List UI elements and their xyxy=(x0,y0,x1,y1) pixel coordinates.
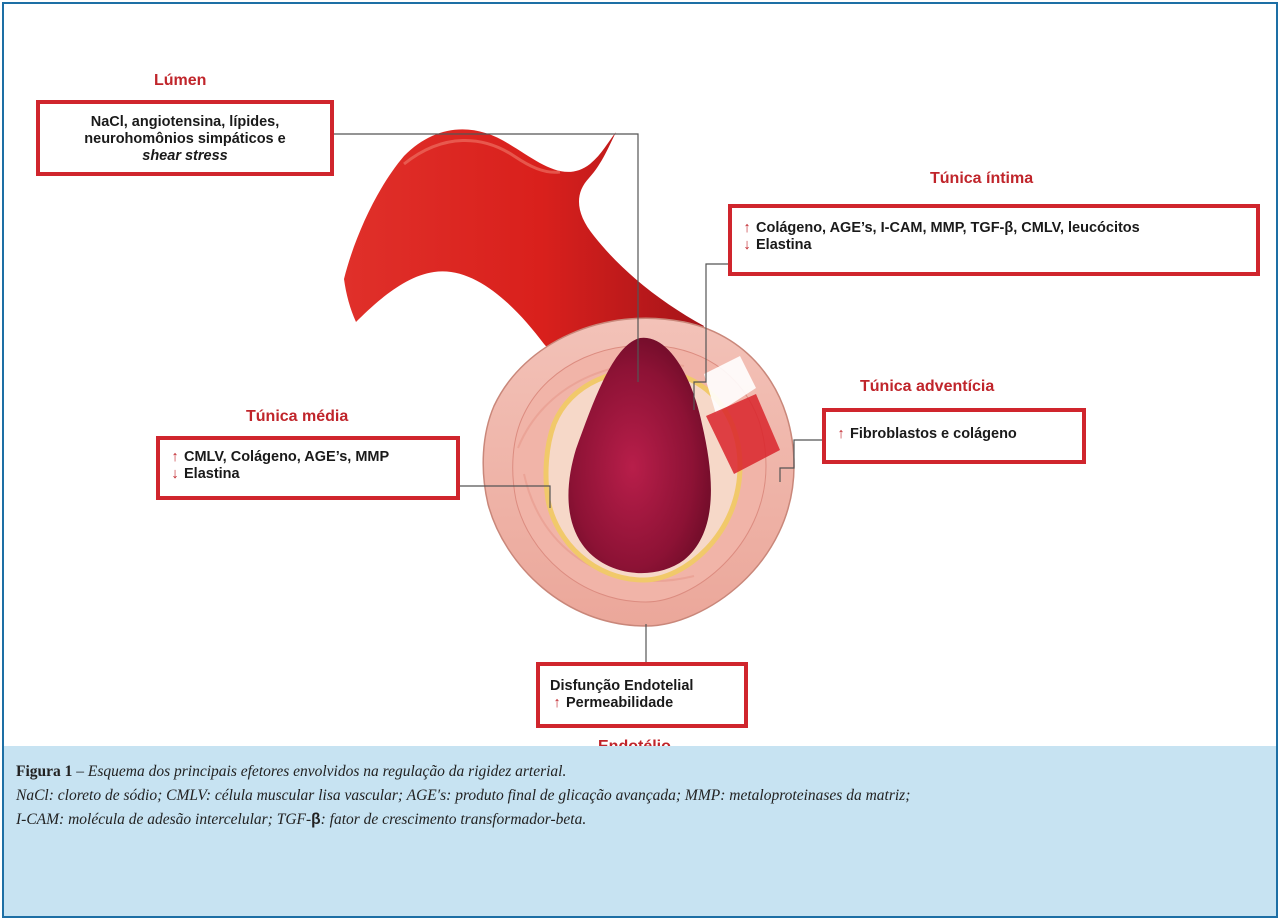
down-arrow-icon: ↓ xyxy=(740,237,754,254)
up-arrow-icon: ↑ xyxy=(168,449,182,466)
lumen-line-3: shear stress xyxy=(40,148,330,165)
lumen-box: NaCl, angiotensina, lípides, neurohomôni… xyxy=(36,100,334,176)
lumen-heading: Lúmen xyxy=(154,72,206,90)
caption-title: Esquema dos principais efetores envolvid… xyxy=(88,763,566,780)
caption-line-2: NaCl: cloreto de sódio; CMLV: célula mus… xyxy=(16,784,1276,808)
adventicia-box: ↑Fibroblastos e colágeno xyxy=(822,408,1086,464)
up-arrow-icon: ↑ xyxy=(550,695,564,712)
caption-line-3: I-CAM: molécula de adesão intercelular; … xyxy=(16,808,1276,832)
intima-heading: Túnica íntima xyxy=(930,170,1033,188)
adventicia-increase-text: Fibroblastos e colágeno xyxy=(850,426,1017,443)
lumen-line-1: NaCl, angiotensina, lípides, xyxy=(40,114,330,131)
intima-decrease-text: Elastina xyxy=(756,237,812,254)
media-heading: Túnica média xyxy=(246,408,348,426)
adventicia-heading: Túnica adventícia xyxy=(860,378,994,396)
intima-increase-text: Colágeno, AGE’s, I-CAM, MMP, TGF-β, CMLV… xyxy=(756,220,1140,237)
down-arrow-icon: ↓ xyxy=(168,466,182,483)
figure-caption: Figura 1 – Esquema dos principais efetor… xyxy=(4,746,1276,916)
caption-title-line: Figura 1 – Esquema dos principais efetor… xyxy=(16,760,1276,784)
lumen-line-2: neurohomônios simpáticos e xyxy=(40,131,330,148)
caption-label: Figura 1 xyxy=(16,763,72,780)
up-arrow-icon: ↑ xyxy=(834,426,848,443)
endotelio-line-1: Disfunção Endotelial xyxy=(550,678,744,695)
endotelio-increase-text: Permeabilidade xyxy=(566,695,673,712)
media-box: ↑CMLV, Colágeno, AGE’s, MMP ↓Elastina xyxy=(156,436,460,500)
media-increase-text: CMLV, Colágeno, AGE’s, MMP xyxy=(184,449,389,466)
intima-box: ↑Colágeno, AGE’s, I-CAM, MMP, TGF-β, CML… xyxy=(728,204,1260,276)
media-decrease-text: Elastina xyxy=(184,466,240,483)
up-arrow-icon: ↑ xyxy=(740,220,754,237)
endotelio-box: Disfunção Endotelial ↑Permeabilidade xyxy=(536,662,748,728)
